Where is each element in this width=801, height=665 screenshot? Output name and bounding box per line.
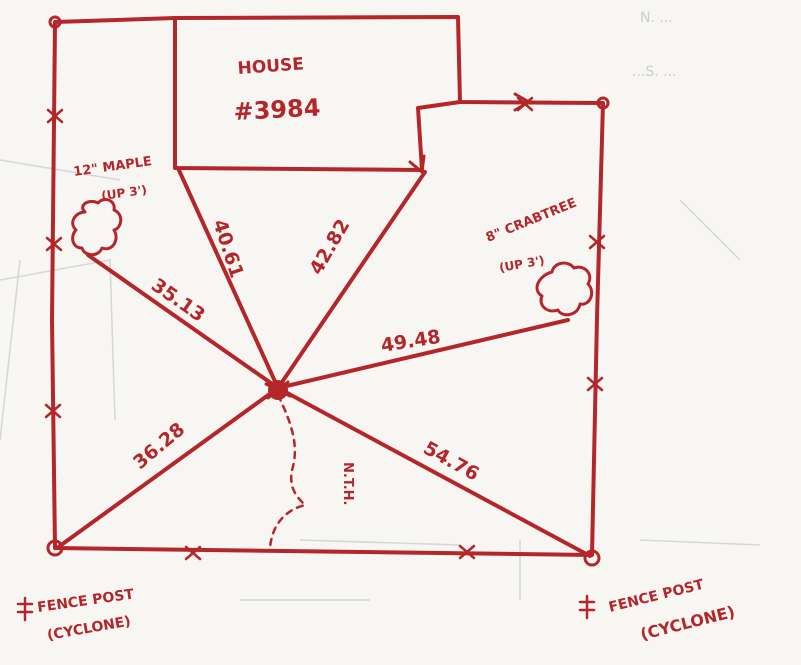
centerline-symbol-icon xyxy=(578,594,596,620)
crabtree-icon xyxy=(535,261,594,317)
arrowhead-house xyxy=(408,154,426,174)
boundary-ticks xyxy=(44,96,606,561)
corner-marker-nw xyxy=(48,15,62,29)
ghost-text-2: ...S. ... xyxy=(632,64,677,80)
crabtree-height: (UP 3') xyxy=(498,253,545,275)
measurement-lines xyxy=(55,166,592,558)
arrowhead-east xyxy=(513,92,531,112)
house-number: #3984 xyxy=(233,93,321,126)
north-marker-label: N.T.H. xyxy=(340,462,355,505)
lot-boundary xyxy=(50,15,605,557)
maple-label: 12" MAPLE xyxy=(72,154,152,180)
house-label: HOUSE xyxy=(237,54,305,79)
background-ghost: N. ... ...S. ... xyxy=(0,10,761,601)
corner-marker-ne xyxy=(596,96,610,110)
ghost-text-1: N. ... xyxy=(640,10,673,26)
fence-post-marker-right xyxy=(583,549,601,567)
fence-post-left-note: (CYCLONE) xyxy=(46,613,132,643)
measurement-to-fence-left: 36.28 xyxy=(129,418,189,473)
fence-post-right-label: FENCE POST xyxy=(607,577,706,616)
center-stake-icon xyxy=(264,380,292,400)
crabtree-label: 8" CRABTREE xyxy=(484,196,579,246)
measurement-to-fence-right: 54.76 xyxy=(420,437,483,485)
fence-post-marker-left xyxy=(46,539,64,557)
measurement-to-house-right: 42.82 xyxy=(305,215,354,278)
fence-post-left-label: FENCE POST xyxy=(36,587,135,616)
centerline-symbol-icon xyxy=(16,596,34,622)
maple-height: (UP 3') xyxy=(100,183,147,203)
north-dashed-path xyxy=(268,393,307,550)
fence-post-right-note: (CYCLONE) xyxy=(638,602,736,644)
maple-tree-icon xyxy=(71,198,123,257)
ghost-lines xyxy=(0,159,761,601)
